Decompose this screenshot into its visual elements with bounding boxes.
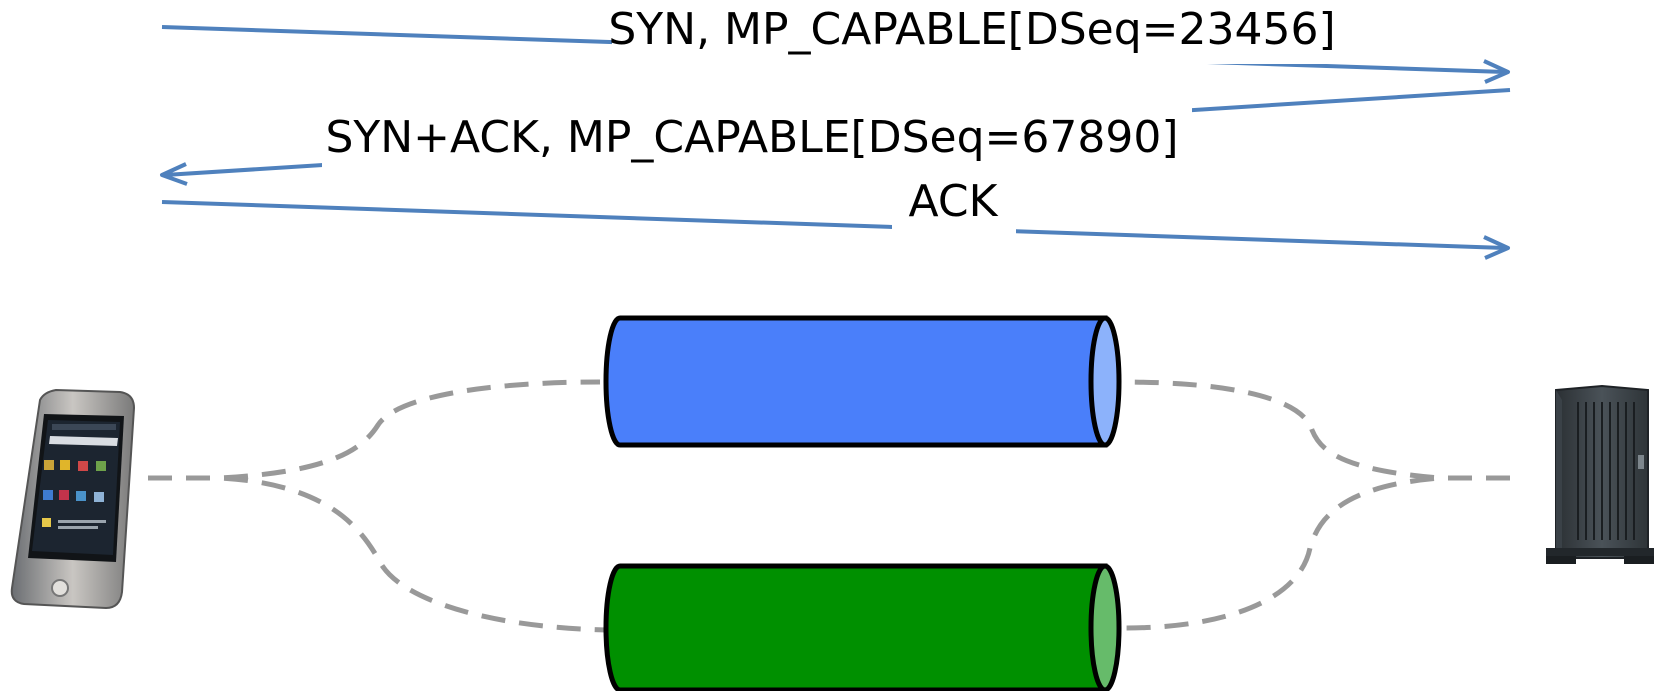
message-synack-label: SYN+ACK, MP_CAPABLE[DSeq=67890] <box>325 112 1178 163</box>
smartphone-icon <box>10 388 136 610</box>
dashed-path-client-bottom <box>148 475 611 633</box>
subflow-tube-green <box>603 563 1122 691</box>
message-ack: ACK <box>161 174 1510 260</box>
arrowhead-right-icon <box>1483 235 1510 260</box>
tube-green-body <box>603 563 1108 691</box>
arrowhead-right-icon <box>1483 59 1510 84</box>
message-syn-label: SYN, MP_CAPABLE[DSeq=23456] <box>608 4 1335 55</box>
dashed-path-server-top <box>1121 379 1510 481</box>
dashed-path-client-top <box>148 379 601 481</box>
dashed-path-server-bottom <box>1124 475 1510 631</box>
tower-server-icon <box>1546 384 1654 564</box>
message-syn: SYN, MP_CAPABLE[DSeq=23456] <box>161 2 1510 84</box>
tube-green-cap <box>1088 563 1122 691</box>
arrowhead-left-icon <box>160 162 188 186</box>
dashed-paths <box>148 379 1510 633</box>
message-ack-label: ACK <box>909 176 999 227</box>
message-ack-arrow <box>161 200 1506 250</box>
subflow-tube-blue <box>603 315 1122 448</box>
app-grid <box>42 460 106 529</box>
tube-blue-body <box>603 315 1108 448</box>
tube-blue-cap <box>1088 315 1122 448</box>
message-synack: SYN+ACK, MP_CAPABLE[DSeq=67890] <box>160 88 1511 186</box>
